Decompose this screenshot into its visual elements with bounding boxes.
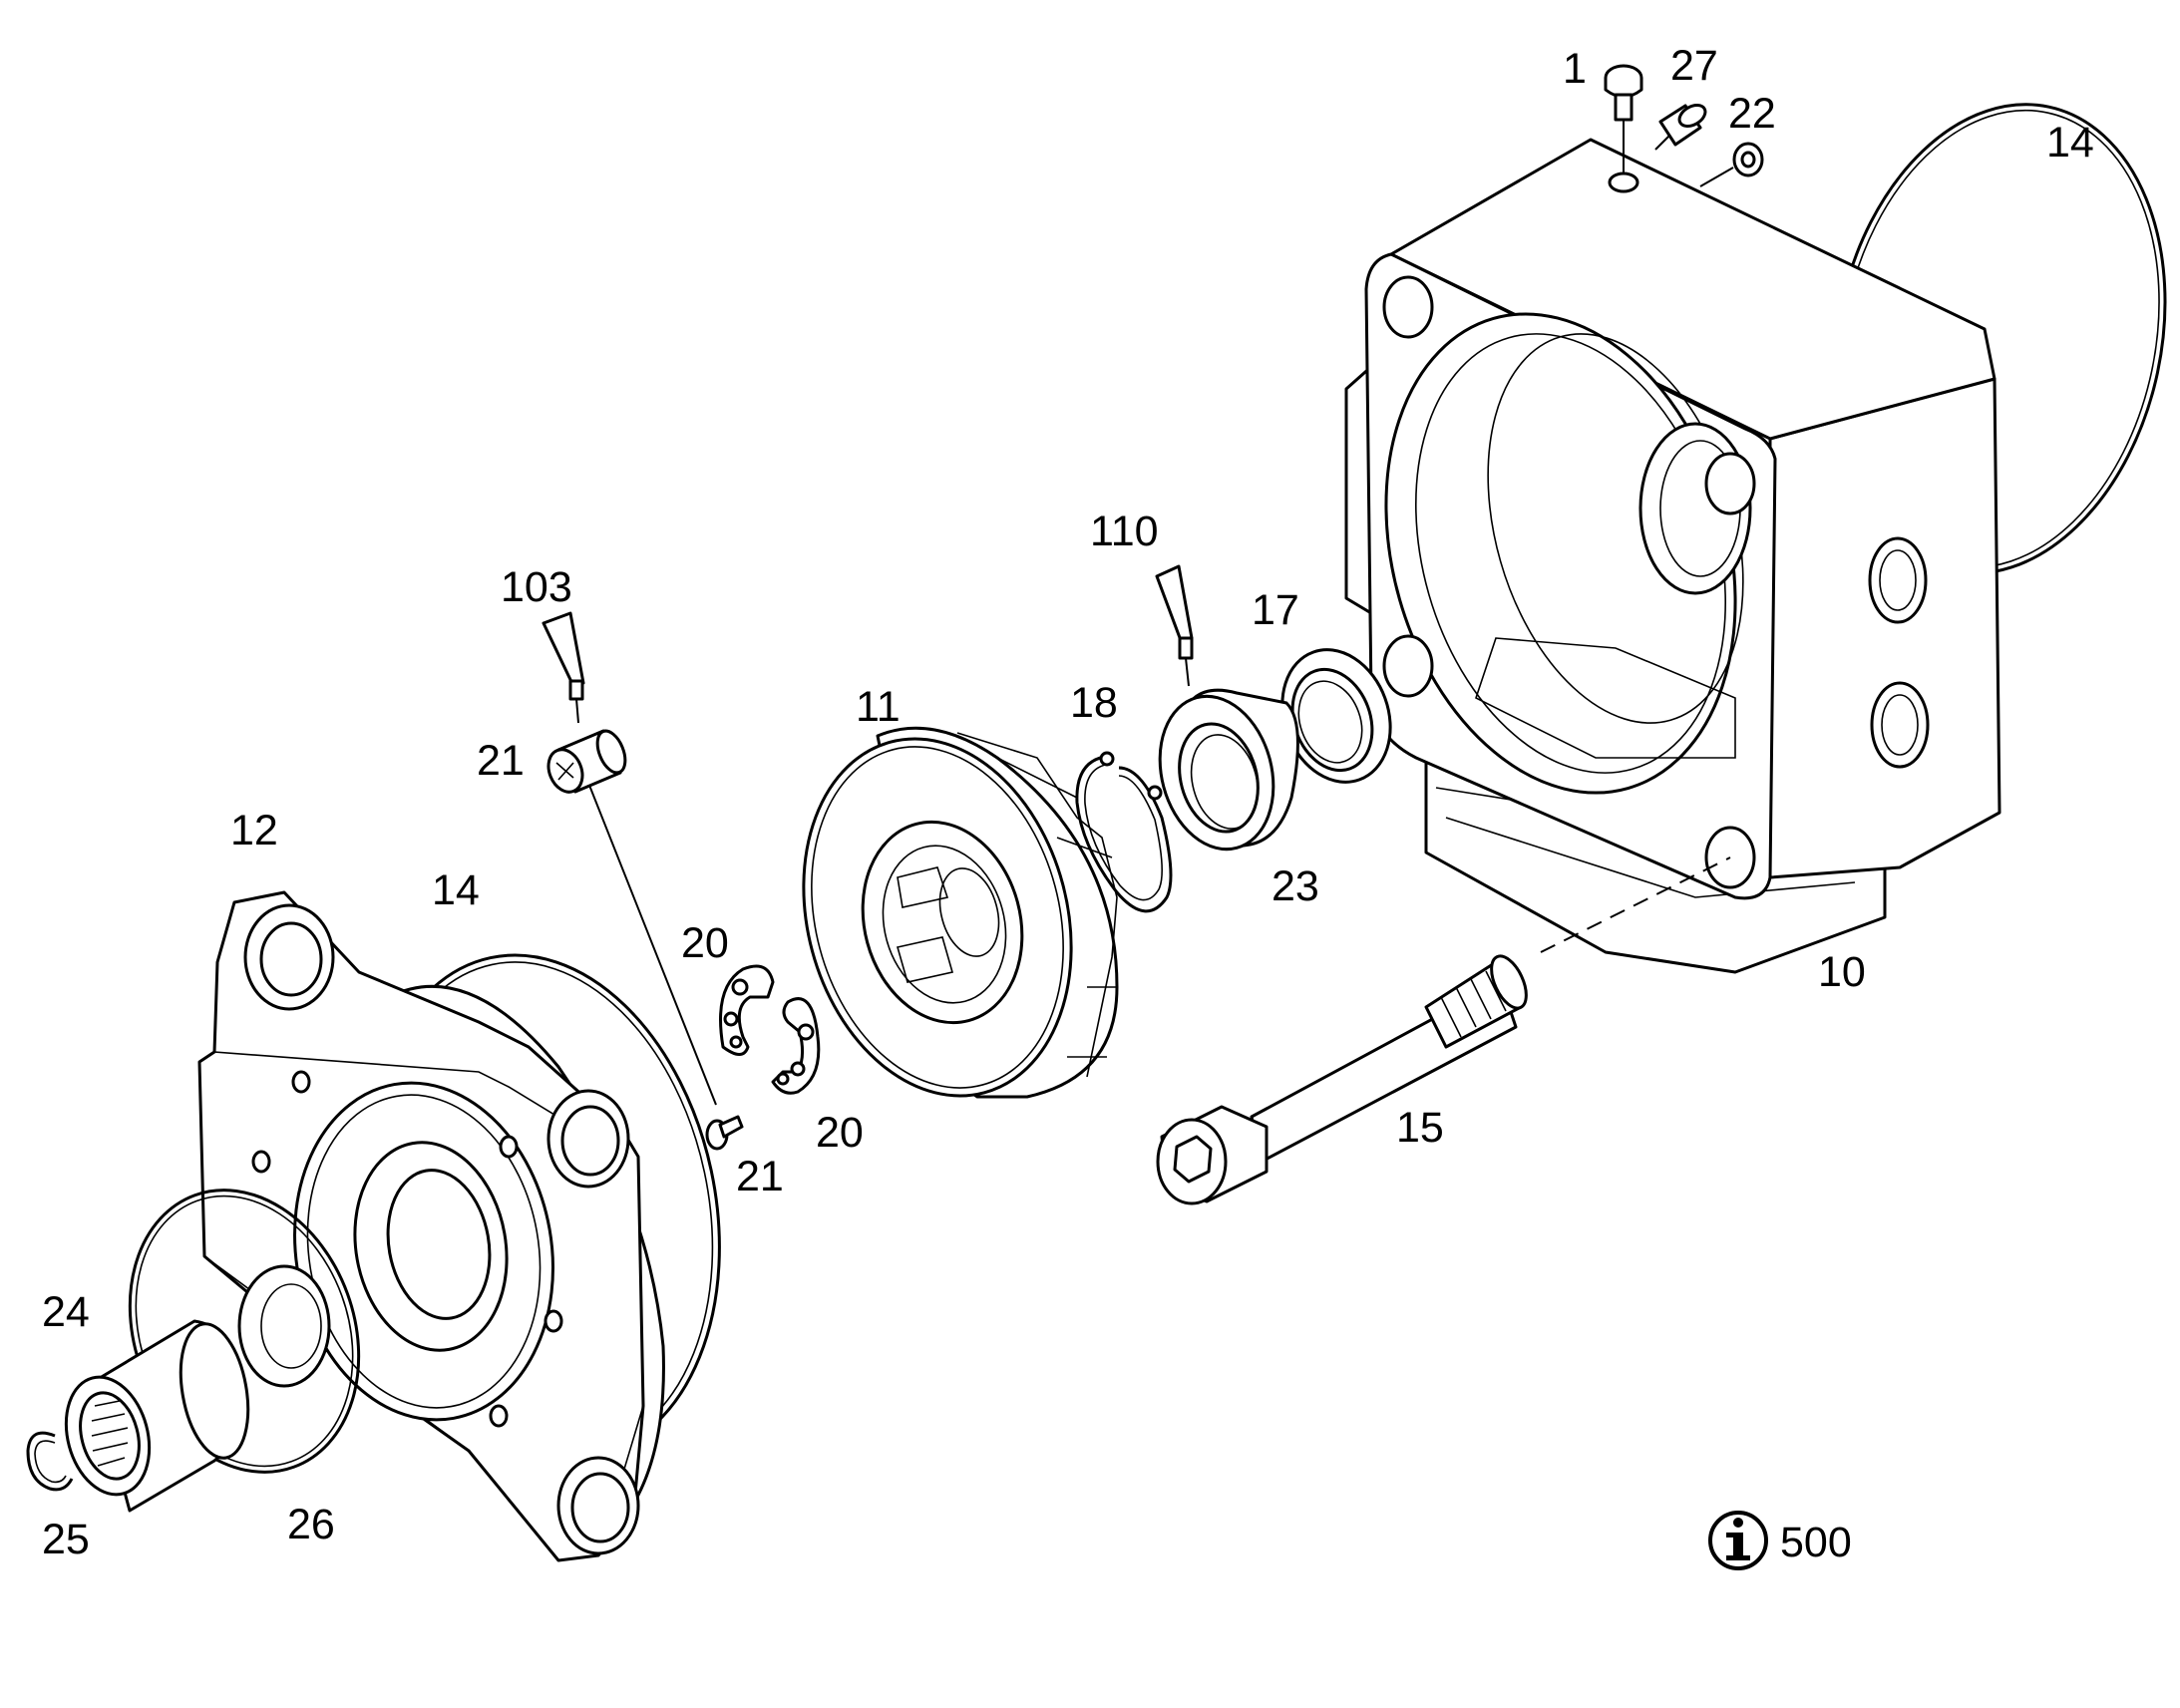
screw-21-bottom bbox=[705, 1115, 744, 1151]
grease-tube-103 bbox=[542, 611, 585, 724]
seal-washer-22 bbox=[1699, 142, 1764, 187]
pin-21-top bbox=[546, 729, 717, 1106]
info-code: 500 bbox=[1780, 1519, 1852, 1566]
rotor-11 bbox=[802, 726, 1119, 1099]
coupling-sleeve-24 bbox=[64, 1319, 250, 1513]
flange-cover-12 bbox=[197, 890, 665, 1562]
label-11: 11 bbox=[856, 683, 901, 731]
clamp-half-20-top bbox=[719, 964, 775, 1056]
housing-10 bbox=[1344, 138, 2001, 974]
label-22: 22 bbox=[1728, 90, 1776, 138]
plug-27 bbox=[1654, 104, 1707, 151]
label-20-bottom: 20 bbox=[816, 1109, 864, 1157]
label-21-bottom: 21 bbox=[736, 1153, 784, 1200]
label-20-top: 20 bbox=[681, 919, 729, 967]
label-17: 17 bbox=[1252, 586, 1299, 634]
label-15: 15 bbox=[1396, 1104, 1444, 1152]
label-27: 27 bbox=[1670, 42, 1718, 90]
label-23: 23 bbox=[1272, 862, 1319, 910]
label-110: 110 bbox=[1090, 508, 1159, 555]
label-10: 10 bbox=[1818, 948, 1866, 996]
screw-1 bbox=[1604, 64, 1643, 174]
label-103: 103 bbox=[501, 563, 572, 611]
label-26: 26 bbox=[287, 1501, 335, 1548]
label-18: 18 bbox=[1070, 679, 1118, 727]
clamp-half-20-bottom bbox=[771, 997, 821, 1095]
label-25: 25 bbox=[42, 1516, 90, 1563]
bearing-23 bbox=[1158, 688, 1299, 852]
circlip-18 bbox=[1075, 751, 1173, 913]
grease-tube-110 bbox=[1155, 564, 1194, 687]
label-12: 12 bbox=[230, 807, 278, 854]
label-14-top: 14 bbox=[2046, 119, 2094, 167]
label-24: 24 bbox=[42, 1288, 90, 1336]
info-icon bbox=[1708, 1511, 1768, 1570]
retaining-ring-25 bbox=[26, 1431, 74, 1492]
label-1: 1 bbox=[1563, 45, 1587, 93]
label-14-left: 14 bbox=[432, 866, 480, 914]
bolt-15 bbox=[1156, 856, 1731, 1205]
label-21-top: 21 bbox=[477, 737, 525, 785]
